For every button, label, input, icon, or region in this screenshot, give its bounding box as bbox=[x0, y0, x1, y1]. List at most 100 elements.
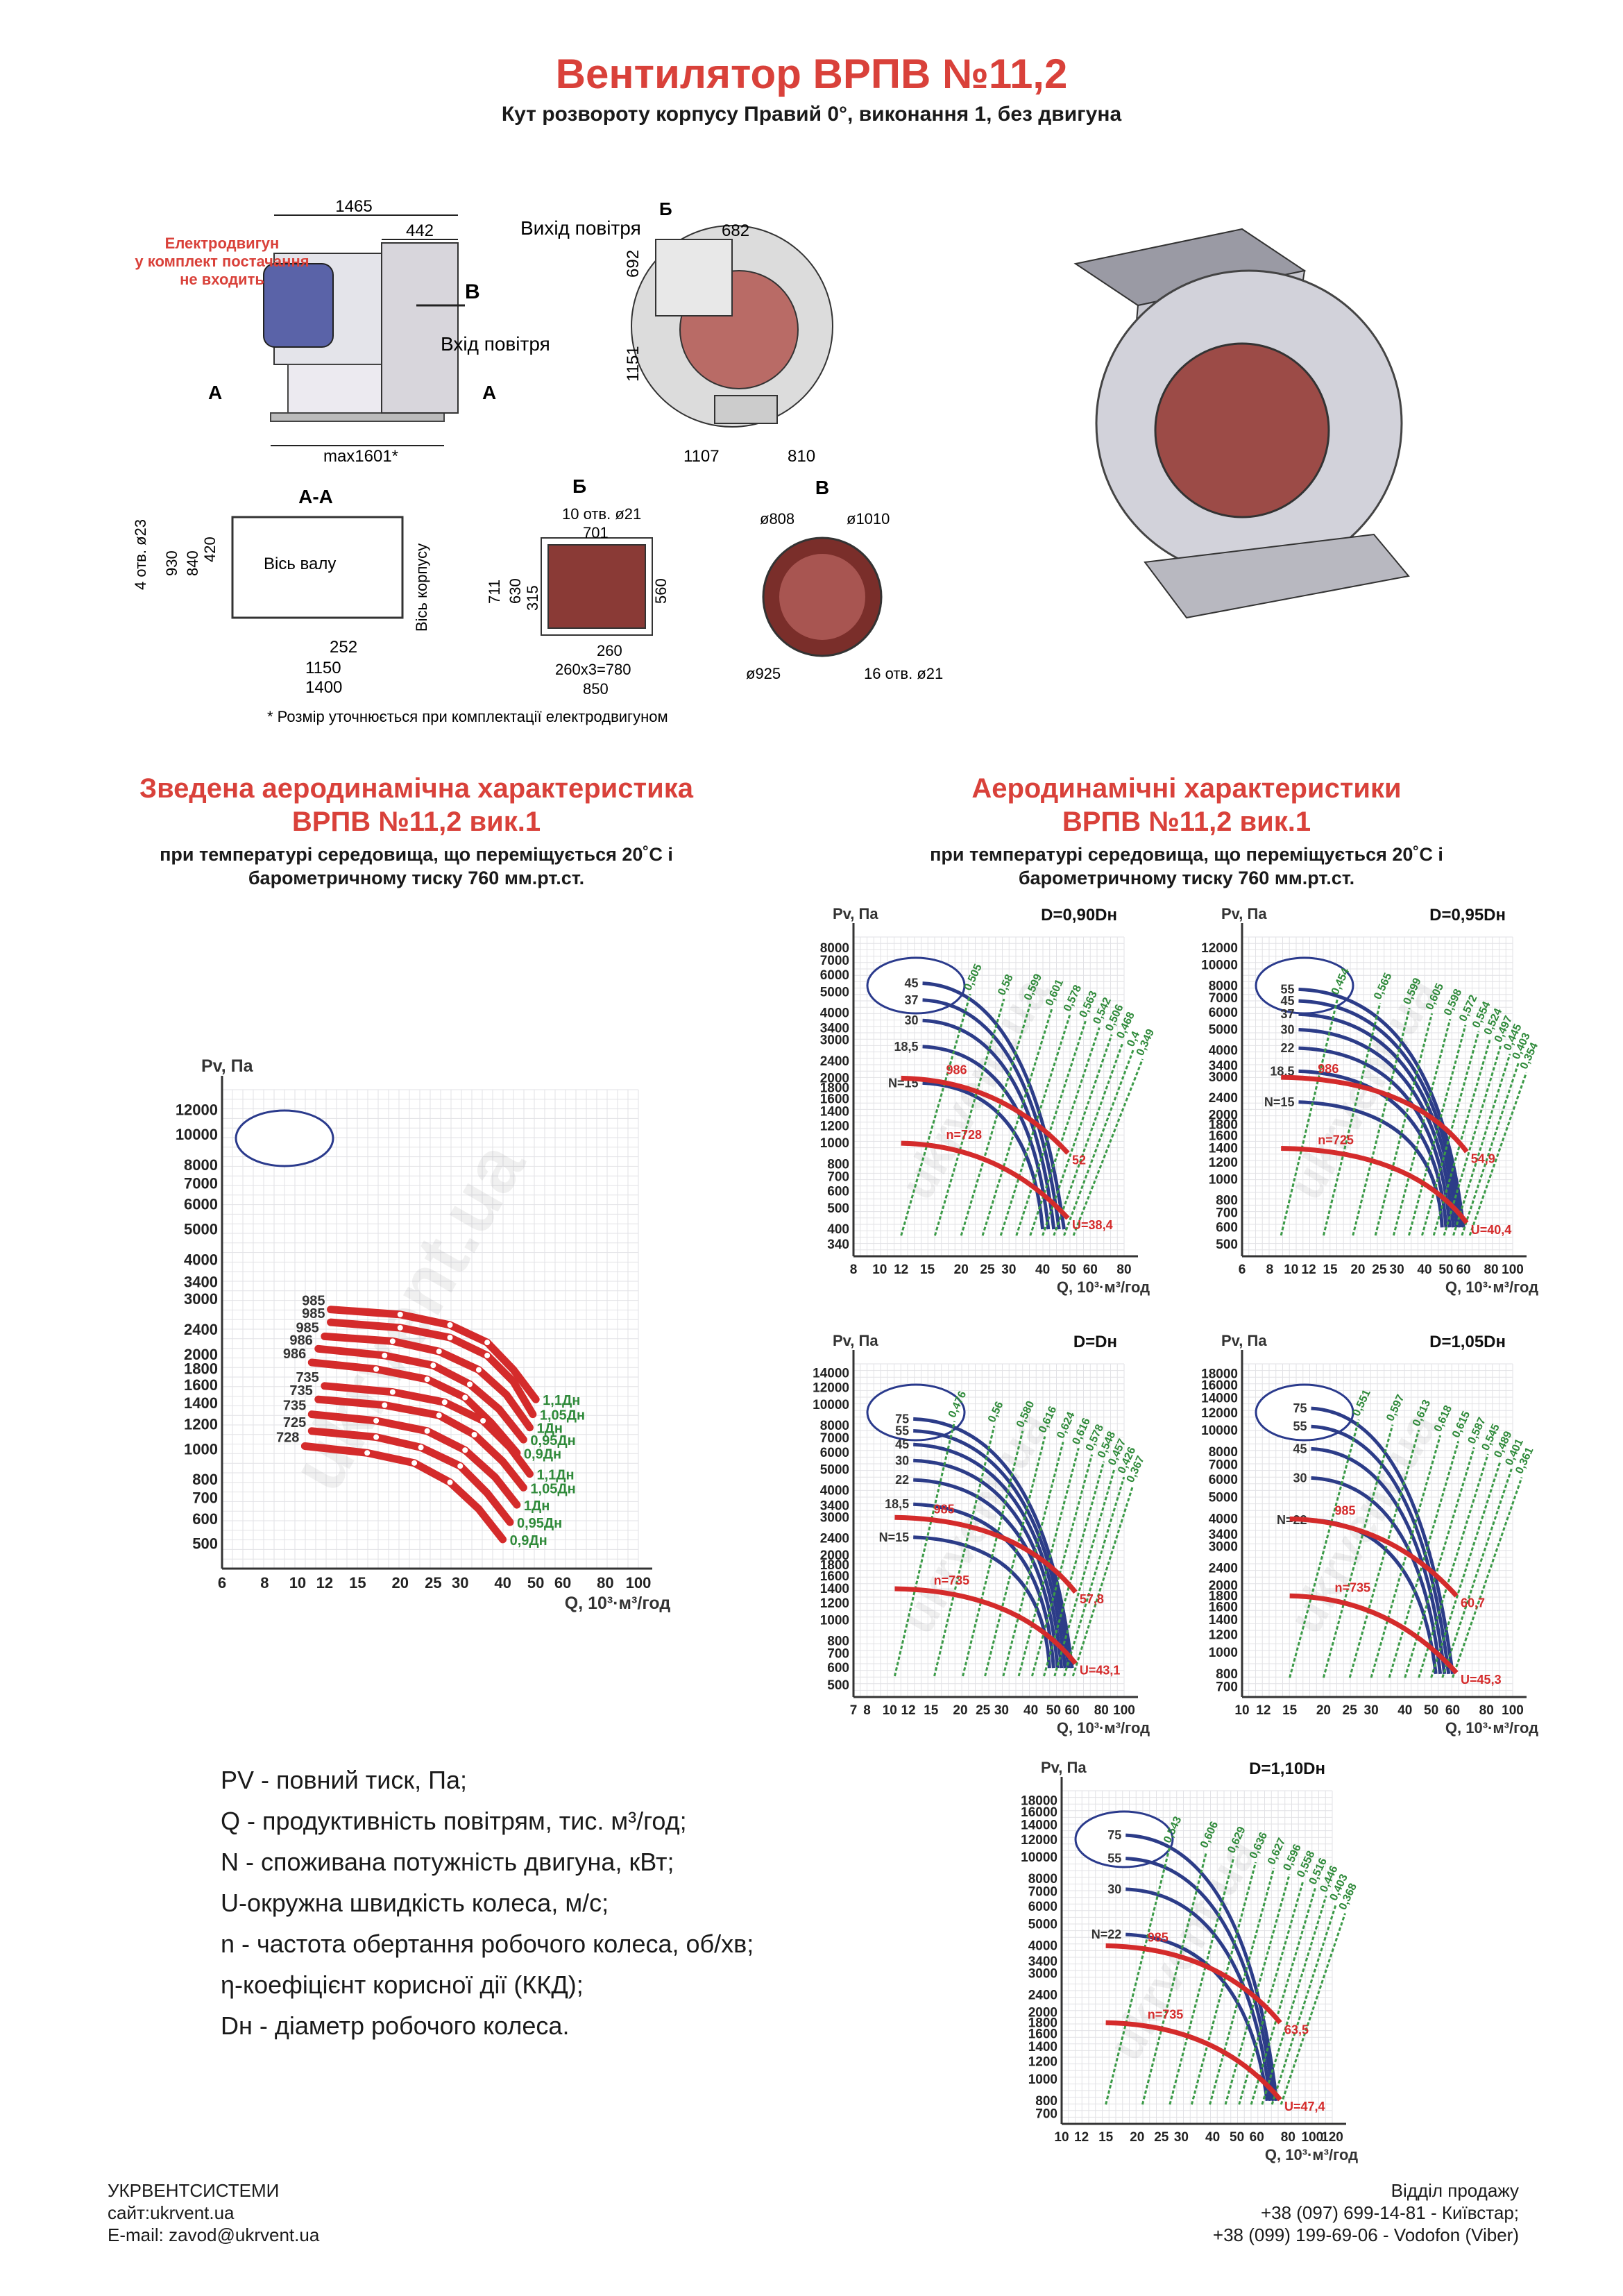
speed-label: n=728 bbox=[946, 1128, 983, 1142]
y-tick-label: 7000 bbox=[1209, 1458, 1238, 1473]
efficiency-line bbox=[1418, 1453, 1489, 1678]
series-point bbox=[436, 1349, 442, 1355]
y-tick-label: 4000 bbox=[1209, 1043, 1238, 1058]
x-tick-label: 40 bbox=[1205, 2130, 1220, 2145]
y-tick-label: 800 bbox=[1216, 1667, 1238, 1682]
series-point bbox=[480, 1417, 486, 1424]
phone-vodafone[interactable]: +38 (099) 199-69-06 - Vodofon (Viber) bbox=[1212, 2225, 1519, 2245]
dim-1400: 1400 bbox=[305, 678, 342, 697]
y-tick-label: 1200 bbox=[820, 1120, 849, 1134]
x-tick-label: 10 bbox=[872, 1263, 887, 1277]
power-curve bbox=[913, 1429, 1071, 1669]
x-tick-label: 8 bbox=[260, 1574, 269, 1592]
efficiency-line bbox=[1063, 1476, 1125, 1677]
series-line-0 bbox=[327, 1306, 540, 1403]
y-tick-label: 700 bbox=[192, 1489, 218, 1506]
power-curve bbox=[922, 998, 1061, 1230]
x-tick-label: 12 bbox=[1074, 2130, 1089, 2145]
y-tick-label: 400 bbox=[827, 1222, 849, 1237]
y-tick-label: 7000 bbox=[820, 1431, 849, 1446]
y-tick-label: 10000 bbox=[1021, 1850, 1057, 1865]
efficiency-line bbox=[1352, 1008, 1411, 1236]
y-tick-label: 700 bbox=[1216, 1680, 1238, 1694]
legend-n-speed: n - частота обертання робочого колеса, о… bbox=[221, 1930, 754, 1958]
x-tick-label: 25 bbox=[976, 1703, 991, 1718]
end-label: 63,5 bbox=[1284, 2023, 1309, 2036]
y-tick-label: 2400 bbox=[184, 1321, 218, 1338]
x-tick-label: 60 bbox=[1456, 1263, 1471, 1277]
company-logo bbox=[866, 956, 966, 1015]
x-tick-label: 50 bbox=[1424, 1703, 1438, 1718]
y-tick-label: 1800 bbox=[820, 1558, 849, 1573]
y-tick-label: 8000 bbox=[820, 941, 849, 956]
y-tick-label: 700 bbox=[827, 1170, 849, 1184]
x-tick-label: 15 bbox=[1323, 1263, 1338, 1277]
x-tick-label: 60 bbox=[1250, 2130, 1264, 2145]
y-tick-label: 12000 bbox=[1201, 1406, 1238, 1421]
section-aa: А-А 4 отв. ø23 930 840 420 Вісь валу Віс… bbox=[132, 486, 430, 697]
x-tick-label: 20 bbox=[1316, 1703, 1331, 1718]
efficiency-label: 0,551 bbox=[1350, 1388, 1373, 1419]
y-tick-label: 4000 bbox=[820, 1006, 849, 1021]
y-axis-label: Pv, Па bbox=[1221, 905, 1267, 922]
y-tick-label: 10000 bbox=[1201, 958, 1238, 972]
symbols-legend: PV - повний тиск, Па; Q - продуктивність… bbox=[221, 1759, 754, 2046]
y-tick-label: 1800 bbox=[1028, 2016, 1057, 2030]
dim-1010: ø1010 bbox=[847, 510, 890, 527]
diameter-label: 1Дн bbox=[536, 1421, 562, 1437]
x-tick-label: 40 bbox=[1023, 1703, 1038, 1718]
efficiency-line bbox=[1141, 1851, 1208, 2105]
site-link[interactable]: сайт:ukrvent.ua bbox=[108, 2202, 235, 2223]
x-tick-label: 8 bbox=[1266, 1263, 1274, 1277]
y-tick-label: 8000 bbox=[1028, 1872, 1057, 1886]
y-tick-label: 1000 bbox=[1209, 1173, 1238, 1188]
efficiency-line bbox=[1441, 1468, 1513, 1678]
power-label: 55 bbox=[895, 1424, 909, 1438]
efficiency-line bbox=[1388, 1441, 1460, 1678]
phone-kyivstar[interactable]: +38 (097) 699-14-81 - Київстар; bbox=[1260, 2202, 1519, 2223]
y-tick-label: 14000 bbox=[813, 1367, 849, 1381]
power-label: 45 bbox=[895, 1437, 909, 1451]
y-tick-label: 12000 bbox=[176, 1101, 218, 1118]
x-tick-label: 100 bbox=[1113, 1703, 1135, 1718]
y-tick-label: 2000 bbox=[184, 1346, 218, 1363]
y-tick-label: 7000 bbox=[184, 1174, 218, 1192]
y-tick-label: 16000 bbox=[1201, 1378, 1238, 1393]
email-link[interactable]: E-mail: zavod@ukrvent.ua bbox=[108, 2225, 320, 2245]
speed-label: 735 bbox=[296, 1370, 318, 1385]
x-tick-label: 12 bbox=[1256, 1703, 1271, 1718]
efficiency-line bbox=[1322, 1002, 1382, 1236]
left-chart-sub-1: при температурі середовища, що переміщує… bbox=[160, 844, 673, 865]
diameter-label: 1Дн bbox=[524, 1499, 550, 1514]
dim-252: 252 bbox=[330, 638, 357, 657]
series-point bbox=[382, 1402, 388, 1408]
efficiency-line bbox=[933, 998, 1005, 1236]
dim-max1601: max1601* bbox=[323, 447, 398, 466]
y-tick-label: 1000 bbox=[820, 1613, 849, 1628]
y-tick-label: 500 bbox=[827, 1678, 849, 1693]
speed-curve bbox=[1105, 1943, 1282, 2025]
y-axis-label: Pv, Па bbox=[833, 1332, 878, 1349]
y-tick-label: 3000 bbox=[1209, 1539, 1238, 1554]
efficiency-line bbox=[1468, 1072, 1528, 1236]
efficiency-line bbox=[900, 993, 971, 1236]
y-tick-label: 1600 bbox=[1209, 1129, 1238, 1144]
legend-u: U-окружна швидкість колеса, м/с; bbox=[221, 1889, 609, 1917]
power-label: 18,5 bbox=[894, 1040, 919, 1054]
dim-560: 560 bbox=[652, 578, 670, 604]
speed-curve bbox=[1281, 1074, 1469, 1154]
x-tick-label: 15 bbox=[1098, 2130, 1114, 2145]
power-curve bbox=[913, 1417, 1074, 1669]
speed-label: 735 bbox=[283, 1399, 306, 1414]
efficiency-line bbox=[1280, 997, 1339, 1236]
x-tick-label: 80 bbox=[1094, 1703, 1109, 1718]
right-chart-sub-1: при температурі середовища, що переміщує… bbox=[930, 844, 1443, 865]
y-tick-label: 4000 bbox=[820, 1484, 849, 1499]
efficiency-label: 0,618 bbox=[1432, 1403, 1454, 1434]
section-a-right: А bbox=[482, 382, 496, 403]
y-tick-label: 3400 bbox=[820, 1499, 849, 1513]
y-tick-label: 1400 bbox=[1209, 1141, 1238, 1156]
